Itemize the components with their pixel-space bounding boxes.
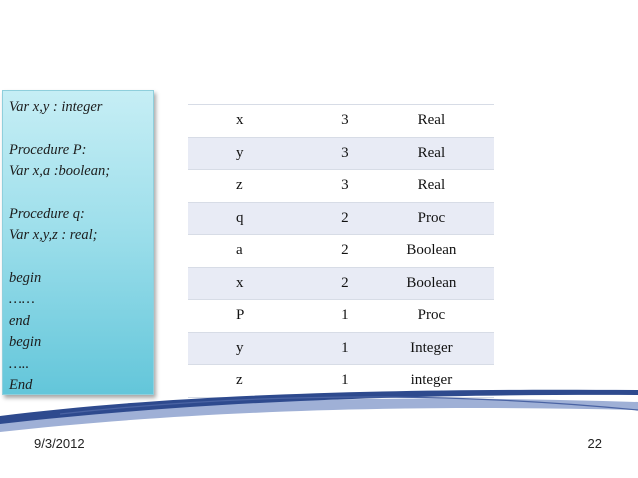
code-line: begin (9, 269, 42, 286)
table-cell-level: 3 (341, 144, 349, 161)
code-line: begin (9, 334, 42, 350)
table-cell-name: x (236, 112, 244, 129)
table-cell-type: Real (417, 112, 446, 129)
code-line: Procedure P: (9, 141, 87, 158)
table-cell-name: x (236, 274, 244, 291)
table-cell-name: z (236, 177, 243, 194)
code-line-blank (9, 119, 149, 140)
table-row: y 1 Integer (188, 332, 494, 365)
table-cell-level: 2 (341, 209, 349, 226)
table-cell-name: z (236, 372, 243, 389)
code-line: End (9, 377, 33, 393)
code-line-blank (9, 183, 149, 204)
table-cell-name: y (236, 339, 244, 356)
table-row: z 3 Real (188, 169, 494, 203)
swoosh-light-band (0, 398, 638, 432)
swoosh-thin-line (59, 396, 638, 415)
code-line: Var x,y,z : real; (9, 227, 98, 243)
table-cell-level: 1 (341, 307, 349, 324)
code-panel: Var x,y : integer Procedure P: Var x,a :… (2, 90, 154, 395)
footer-date: 9/3/2012 (34, 436, 85, 451)
table-row: P 1 Proc (188, 299, 494, 333)
code-line: end (9, 312, 30, 329)
code-line: …… (9, 291, 35, 307)
table-cell-name: y (236, 144, 244, 161)
table-cell-type: Real (417, 177, 446, 194)
table-cell-level: 3 (341, 112, 349, 129)
code-line: Procedure q: (9, 205, 85, 222)
table-cell-level: 1 (341, 339, 349, 356)
page-number: 22 (587, 436, 602, 451)
code-line-blank (9, 247, 149, 268)
table-row: q 2 Proc (188, 202, 494, 235)
symbol-table: x 3 Real y 3 Real z 3 Real q 2 Proc a 2 … (188, 104, 494, 398)
table-cell-level: 2 (341, 274, 349, 291)
table-row: x 3 Real (188, 104, 494, 138)
table-cell-type: Real (417, 144, 446, 161)
table-cell-type: Proc (417, 209, 446, 226)
table-cell-type: Proc (417, 307, 446, 324)
code-line: Var x,y : integer (9, 99, 103, 115)
table-cell-type: integer (410, 372, 453, 389)
table-cell-name: P (236, 307, 245, 324)
table-cell-level: 3 (341, 177, 349, 194)
table-cell-level: 1 (341, 372, 349, 389)
table-row: a 2 Boolean (188, 234, 494, 268)
table-row: x 2 Boolean (188, 267, 494, 300)
footer-swoosh-decoration (0, 389, 638, 432)
table-cell-type: Boolean (406, 274, 457, 291)
table-cell-name: q (236, 209, 244, 226)
table-row: y 3 Real (188, 137, 494, 170)
table-cell-type: Integer (410, 339, 453, 356)
code-line: ….. (9, 355, 30, 372)
code-line: Var x,a :boolean; (9, 163, 111, 179)
table-cell-level: 2 (341, 242, 349, 259)
table-cell-name: a (236, 242, 243, 259)
table-cell-type: Boolean (406, 242, 457, 259)
